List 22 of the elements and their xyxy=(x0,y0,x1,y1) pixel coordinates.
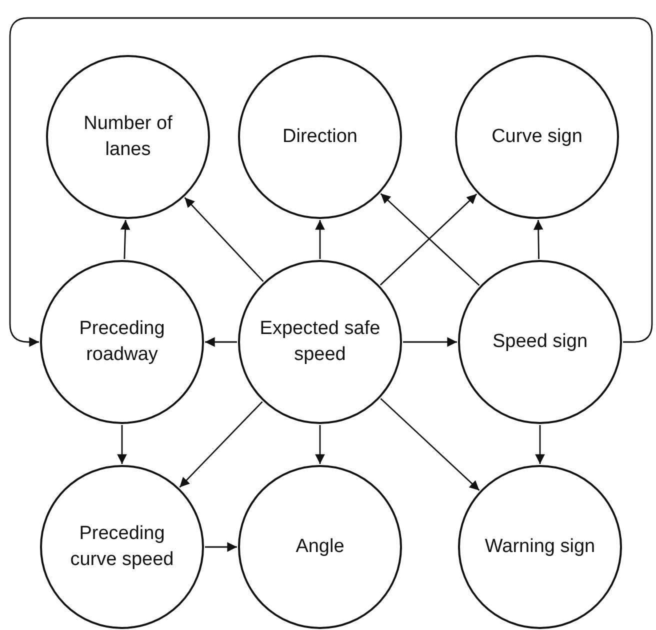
node-label: Angle xyxy=(296,535,344,560)
arrow xyxy=(533,220,544,260)
node-label: Curve sign xyxy=(492,125,582,150)
arrow xyxy=(315,220,325,259)
arrow xyxy=(403,337,457,347)
arrow xyxy=(380,398,480,491)
node-label: Speed sign xyxy=(492,330,588,354)
node-label: Direction xyxy=(282,125,358,150)
node-label: Expected safe speed xyxy=(258,317,382,367)
node-label: Preceding curve speed xyxy=(69,522,175,572)
arrow xyxy=(205,542,237,552)
arrow xyxy=(535,425,545,464)
node-label: Warning sign xyxy=(484,535,596,560)
arrow xyxy=(179,401,263,488)
arrow xyxy=(9,17,653,347)
arrow xyxy=(117,425,127,464)
arrow xyxy=(315,425,325,464)
arrow xyxy=(184,197,264,282)
arrow xyxy=(205,337,237,347)
arrow xyxy=(120,220,130,260)
node-label: Preceding roadway xyxy=(78,317,166,367)
node-label: Number of lanes xyxy=(82,112,174,162)
